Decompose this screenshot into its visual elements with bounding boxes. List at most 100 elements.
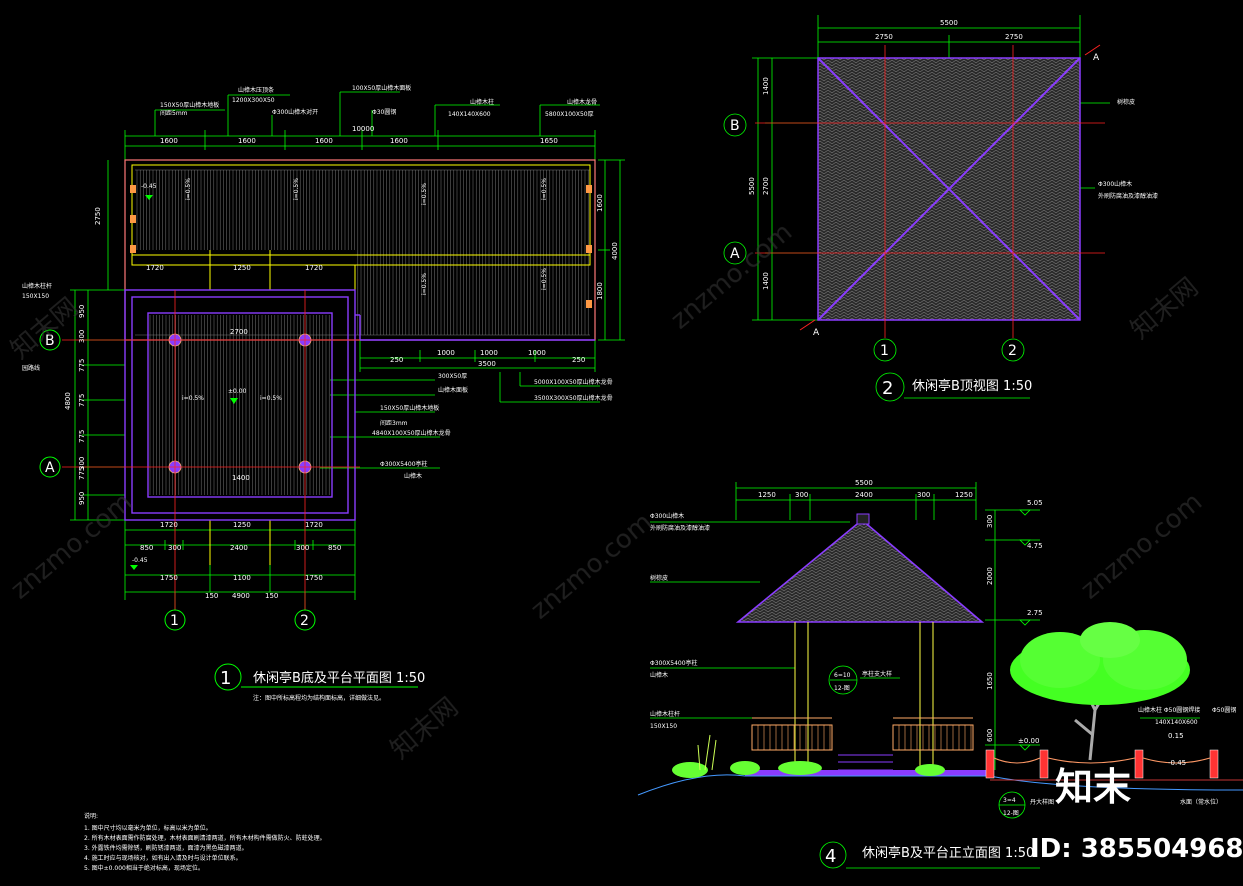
- level-label: -0.45: [141, 183, 157, 190]
- callout: 150X50厚山樟木地板: [380, 404, 439, 412]
- callout: 树棕皮: [1117, 98, 1135, 106]
- level-label: -0.45: [132, 557, 148, 564]
- plan-view-note: 注：图中所标高程均为结构面标高，详细做法见。: [253, 694, 385, 702]
- callout: 间距5mm: [160, 109, 188, 117]
- plan-top-dim: 1650: [540, 137, 558, 145]
- plan-bottom-dim: 150: [265, 592, 278, 600]
- plan-view-title: 休闲亭B底及平台平面图 1:50: [253, 670, 425, 686]
- plan-left-dim: 300: [78, 330, 86, 343]
- elev-level: 4.75: [1027, 542, 1043, 550]
- note-item: 1. 图中尺寸均以毫米为单位，标高以米为单位。: [84, 824, 212, 832]
- callout: 3500X300X50厚山樟木龙骨: [534, 394, 613, 402]
- watermark-text: znzmo.com: [5, 487, 138, 605]
- elev-right-dim: 600: [986, 729, 994, 742]
- plan-bottom-dim: 1000: [480, 349, 498, 357]
- roof-top-dim: 2750: [1005, 33, 1023, 41]
- roof-left-dim: 1400: [762, 272, 770, 290]
- axis-label-b: B: [730, 118, 740, 134]
- callout: 150X150: [650, 723, 677, 730]
- callout: 山樟木龙骨: [567, 98, 597, 106]
- plan-left-dim: 775: [78, 394, 86, 407]
- plan-bottom-dim: 850: [140, 544, 153, 552]
- watermark-text: znzmo.com: [525, 507, 658, 625]
- resource-id: ID: 385504968: [1030, 834, 1243, 864]
- notes-heading: 说明:: [84, 812, 98, 820]
- plan-bottom-dim: 300: [296, 544, 309, 552]
- callout: 树棕皮: [650, 574, 668, 582]
- elev-view-title: 休闲亭B及平台正立面图 1:50: [862, 845, 1034, 861]
- plan-overall-dim: 10000: [352, 125, 374, 133]
- shrub-graphic: [672, 761, 945, 778]
- axis-label-1: 1: [170, 613, 179, 629]
- plan-bottom-dim: 150: [205, 592, 218, 600]
- elev-overall-dim: 5500: [855, 479, 873, 487]
- callout: 水面（常水位）: [1180, 798, 1222, 806]
- slope-label: i=0.5%: [541, 178, 548, 200]
- plan-left-dim: 300: [78, 457, 86, 470]
- callout: Φ300山樟木: [1098, 180, 1132, 188]
- roof-top-dim: 2750: [875, 33, 893, 41]
- callout: 山樟木柱杆: [650, 710, 680, 718]
- slope-label: i=0.5%: [421, 183, 428, 205]
- elev-level: 5.05: [1027, 499, 1043, 507]
- callout: Φ50圆钢: [1212, 706, 1236, 714]
- callout: 100X50厚山樟木面板: [352, 84, 411, 92]
- plan-top-dim: 1600: [390, 137, 408, 145]
- slope-label: i=0.5%: [541, 268, 548, 290]
- note-item: 5. 图中±0.000相当于绝对标高，现场定位。: [84, 864, 204, 872]
- callout: 4840X100X50厚山樟木龙骨: [372, 429, 451, 437]
- plan-right-dim: 1600: [596, 194, 604, 212]
- plan-bottom-dim: 1750: [160, 574, 178, 582]
- section-mark: A: [813, 328, 820, 338]
- elev-right-dim: 1650: [986, 672, 994, 690]
- plan-mid-dim: 1720: [146, 264, 164, 272]
- callout: 150X150: [22, 293, 49, 300]
- axis-label-b: B: [45, 333, 55, 349]
- slope-label: i=0.5%: [421, 273, 428, 295]
- plan-top-dim: 1600: [315, 137, 333, 145]
- callout: 1200X300X50: [232, 97, 275, 104]
- elev-right-dim: 300: [986, 515, 994, 528]
- plan-bottom-dim: 250: [572, 356, 585, 364]
- watermark-text: 知末网: [385, 692, 464, 765]
- callout: 丹大样图: [1030, 798, 1054, 806]
- elev-right-dim: 2000: [986, 567, 994, 585]
- detail-mark: 6=10: [834, 672, 851, 679]
- plan-left-dim: 775: [78, 467, 86, 480]
- plan-bottom-dim: 1250: [233, 521, 251, 529]
- watermark-text: 知末网: [5, 292, 84, 365]
- elev-top-dim: 1250: [758, 491, 776, 499]
- slope-label: i=0.5%: [182, 395, 204, 402]
- callout: 5800X100X50厚: [545, 111, 594, 118]
- plan-mid-dim: 1720: [305, 264, 323, 272]
- callout: Φ300X5400亭柱: [650, 659, 698, 667]
- callout: 山樟木柱: [470, 98, 494, 106]
- detail-mark: 12-图: [1003, 810, 1019, 817]
- plan-right-overall: 4000: [611, 242, 619, 260]
- plan-top-dim: 1600: [238, 137, 256, 145]
- roof-overall-dim: 5500: [940, 19, 958, 27]
- brand-logo: 知末: [1055, 765, 1131, 809]
- plan-bottom-dim: 1720: [160, 521, 178, 529]
- plan-bottom-dim: 850: [328, 544, 341, 552]
- plan-left-dim: 950: [78, 492, 86, 505]
- callout: 外刷防腐油及漆醇油漆: [1098, 192, 1158, 200]
- plan-bottom-dim: 4900: [232, 592, 250, 600]
- plan-inner-dim: 1400: [232, 474, 250, 482]
- callout: 山樟木: [650, 671, 668, 679]
- elev-level: 2.75: [1027, 609, 1043, 617]
- callout: 山樟木面板: [438, 386, 468, 394]
- elev-top-dim: 300: [917, 491, 930, 499]
- plan-bottom-dim: 1750: [305, 574, 323, 582]
- elev-level: ±0.00: [1018, 737, 1039, 745]
- plan-right-dim: 1800: [596, 282, 604, 300]
- tree-graphic: [1010, 622, 1190, 761]
- elev-level: -0.45: [1168, 759, 1186, 767]
- elev-level: 0.15: [1168, 732, 1184, 740]
- plan-mid-dim: 1250: [233, 264, 251, 272]
- watermark-text: znzmo.com: [665, 217, 798, 335]
- callout: 5000X100X50厚山樟木龙骨: [534, 378, 613, 386]
- slope-label: i=0.5%: [260, 395, 282, 402]
- callout: 亭柱支大样: [862, 670, 892, 678]
- plan-left-dim: 775: [78, 430, 86, 443]
